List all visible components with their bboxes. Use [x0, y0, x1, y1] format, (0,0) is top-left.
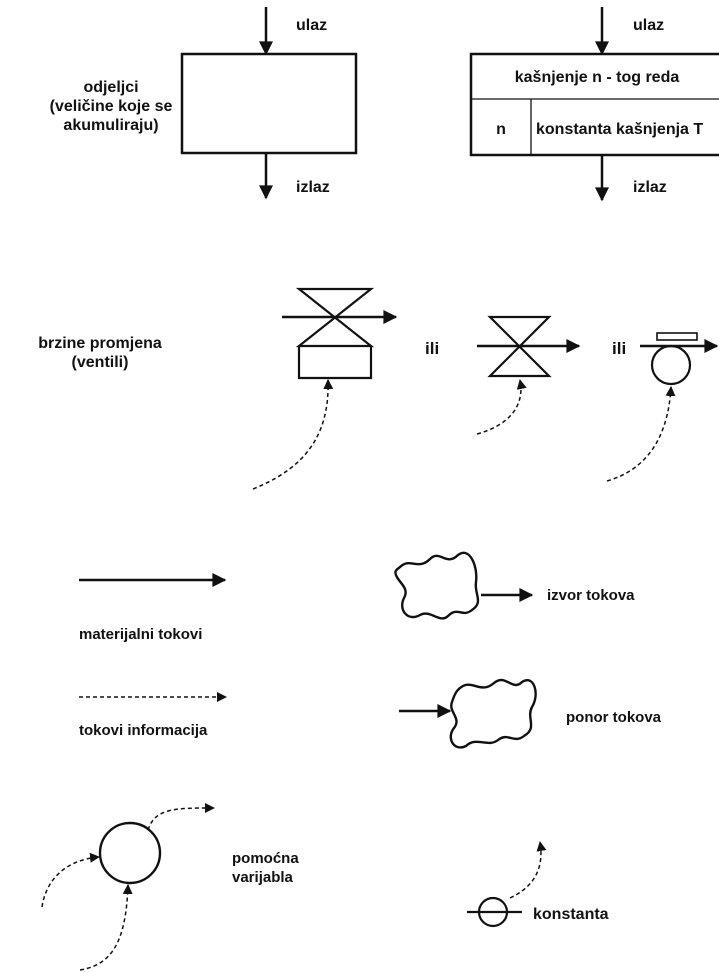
delay-group: ulaz kašnjenje n - tog reda n konstanta … [469, 7, 719, 202]
rates-label-line-1: brzine promjena [38, 335, 162, 352]
source-cloud [394, 551, 480, 620]
valve-3-info-link [606, 386, 676, 482]
auxiliary-circle [98, 821, 162, 885]
rates-or-label-1: ili [425, 339, 439, 358]
information-flow-label: tokovi informacija [79, 722, 208, 739]
source-label: izvor tokova [547, 587, 635, 604]
valve-3-circle [650, 344, 692, 386]
rates-group: brzine promjena (ventili) ili ili [38, 287, 719, 490]
material-flow-label: materijalni tokovi [79, 626, 202, 643]
rates-or-label-2: ili [612, 339, 626, 358]
constant-info-link [509, 841, 547, 899]
valve-3-top-plate [656, 332, 698, 341]
source-legend: izvor tokova [394, 551, 635, 620]
valve-2-info-link [476, 379, 527, 435]
sink-cloud [449, 678, 537, 749]
sink-legend: ponor tokova [399, 678, 662, 749]
stock-outflow-label: izlaz [296, 179, 330, 196]
delay-constant-label: konstanta kašnjenja T [536, 121, 703, 138]
valve-info-link [252, 379, 334, 490]
stock-label-line-3: akumuliraju) [63, 117, 158, 134]
delay-title: kašnjenje n - tog reda [515, 69, 680, 86]
auxiliary-label-line-1: pomoćna [232, 850, 299, 867]
auxiliary-label-line-2: varijabla [232, 869, 294, 886]
delay-outflow-label: izlaz [633, 179, 667, 196]
constant-label: konstanta [533, 906, 609, 923]
valve-symbol-boxed [252, 287, 398, 490]
stock-label-line-2: (veličine koje se [50, 98, 173, 115]
stock-group: odjeljci (veličine koje se akumuliraju) … [50, 7, 358, 200]
auxiliary-input-link-2 [79, 884, 133, 971]
information-flow-legend: tokovi informacija [79, 692, 227, 739]
auxiliary-legend: pomoćna varijabla [41, 803, 299, 971]
stock-inflow-label: ulaz [296, 17, 327, 34]
auxiliary-input-link-1 [41, 852, 100, 908]
rates-label-line-2: (ventili) [72, 354, 129, 371]
material-flow-legend: materijalni tokovi [79, 573, 227, 643]
constant-circle [477, 896, 509, 928]
constant-legend: konstanta [467, 841, 609, 928]
auxiliary-output-link [147, 803, 215, 831]
delay-order-n: n [496, 121, 506, 138]
stock-box [180, 52, 358, 155]
valve-symbol-circle [606, 332, 719, 482]
delay-box [469, 52, 719, 157]
stock-label-line-1: odjeljci [83, 79, 138, 96]
valve-bowtie-2 [487, 315, 552, 378]
valve-symbol-bowtie [476, 315, 581, 435]
valve-box-body [297, 346, 373, 380]
sink-label: ponor tokova [566, 709, 662, 726]
delay-inflow-label: ulaz [633, 17, 664, 34]
